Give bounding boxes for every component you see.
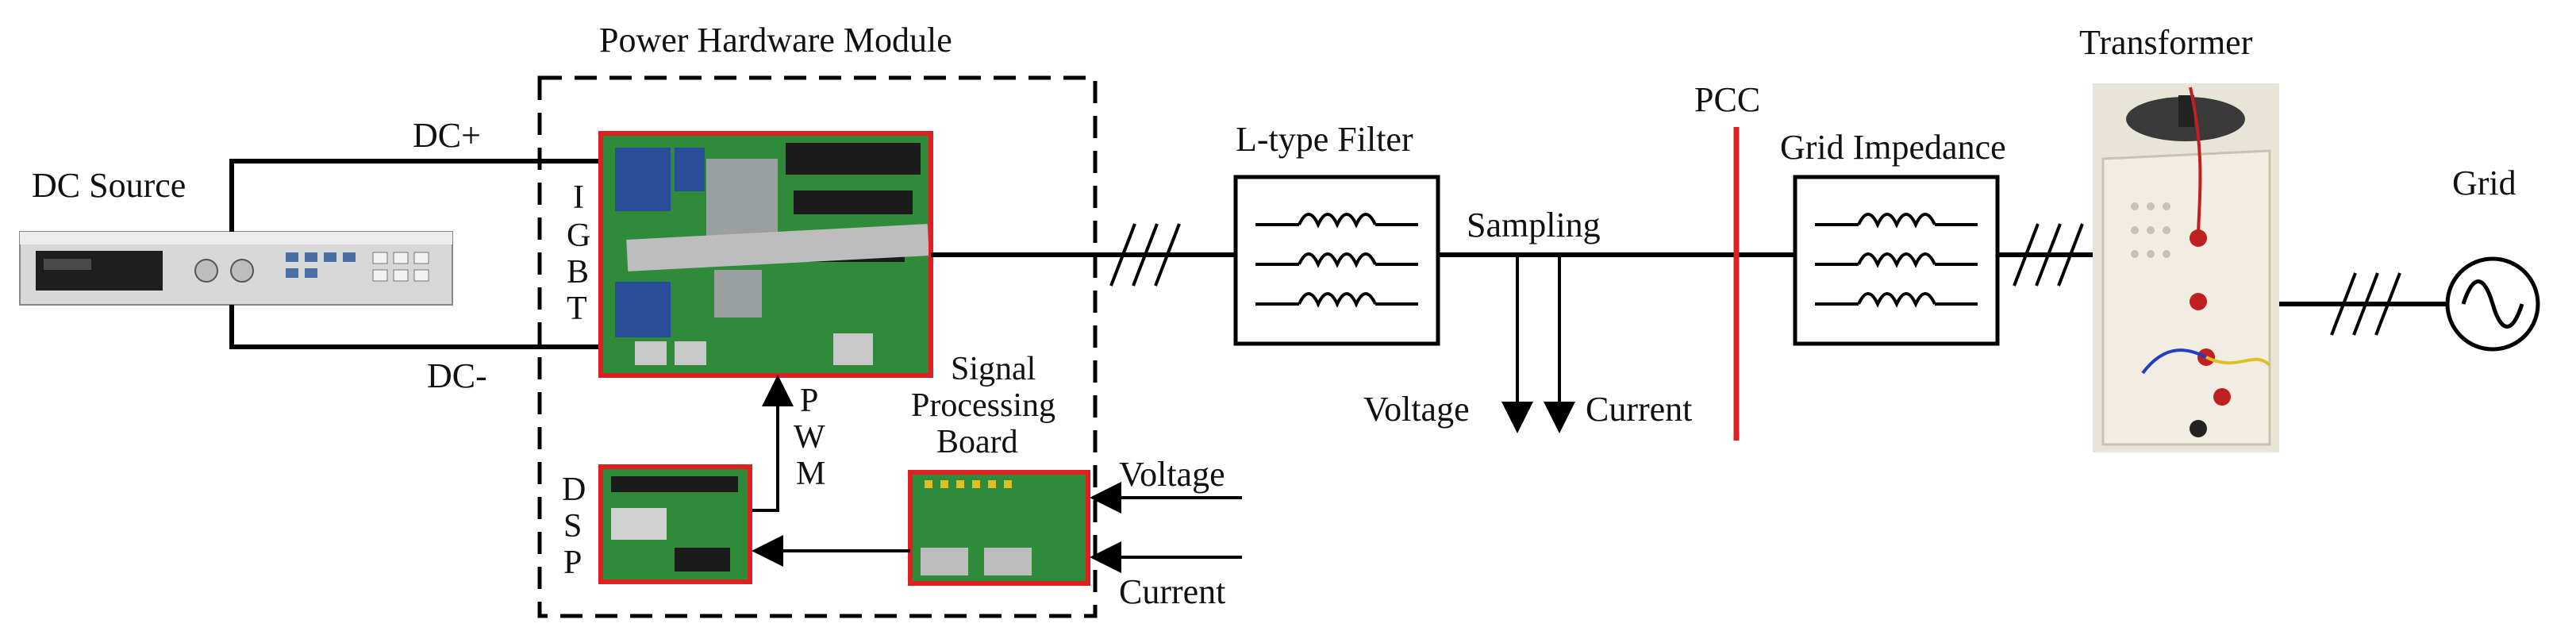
svg-text:G: G (567, 217, 590, 254)
svg-text:B: B (567, 254, 589, 291)
signal-board-photo (908, 470, 1090, 586)
voltage-input-label: Voltage (1119, 455, 1225, 494)
signal-processing-board-label: Signal Processing Board (911, 351, 1055, 460)
dc-source-label: DC Source (32, 166, 186, 205)
variac-transformer-photo (2093, 83, 2279, 452)
sampling-current-label: Current (1586, 390, 1692, 429)
pwm-arrow (750, 375, 794, 512)
dc-minus-wire (229, 305, 601, 349)
dc-minus-label: DC- (427, 356, 487, 395)
grid-label: Grid (2452, 164, 2516, 202)
svg-text:P: P (800, 383, 818, 419)
grid-impedance-label: Grid Impedance (1780, 128, 2006, 167)
svg-text:S: S (563, 508, 582, 545)
svg-text:M: M (796, 456, 825, 492)
power-hardware-module-boundary (537, 75, 1098, 618)
dc-plus-wire (229, 159, 601, 232)
igbt-label: I G B T (567, 179, 590, 327)
dc-source-icon (19, 231, 453, 306)
three-phase-slash-icon (2330, 272, 2401, 336)
svg-text:D: D (562, 471, 586, 508)
svg-text:Processing: Processing (911, 387, 1055, 424)
pcc-label: PCC (1694, 80, 1760, 119)
grid-impedance-inductor-icon (1815, 213, 1978, 306)
transformer-label: Transformer (2079, 23, 2253, 62)
l-type-filter-label: L-type Filter (1236, 120, 1413, 159)
ac-source-icon (2445, 256, 2540, 352)
svg-text:P: P (563, 545, 582, 581)
svg-text:Board: Board (936, 424, 1018, 460)
dsp-board-photo (598, 464, 752, 584)
sampling-label: Sampling (1467, 206, 1601, 244)
current-input-label: Current (1119, 572, 1225, 611)
svg-text:Signal: Signal (951, 351, 1036, 387)
dc-plus-label: DC+ (413, 116, 481, 155)
pwm-label: P W M (794, 383, 825, 492)
l-type-filter-inductor-icon (1255, 213, 1418, 306)
igbt-board-photo (598, 131, 933, 378)
three-phase-slash-icon (2013, 223, 2084, 287)
sampling-voltage-label: Voltage (1363, 390, 1470, 429)
three-phase-slash-icon (1109, 223, 1181, 287)
dsp-label: D S P (562, 471, 586, 581)
power-hardware-module-label: Power Hardware Module (599, 21, 952, 60)
svg-text:T: T (567, 291, 587, 327)
svg-text:W: W (794, 419, 825, 456)
svg-text:I: I (573, 179, 584, 216)
